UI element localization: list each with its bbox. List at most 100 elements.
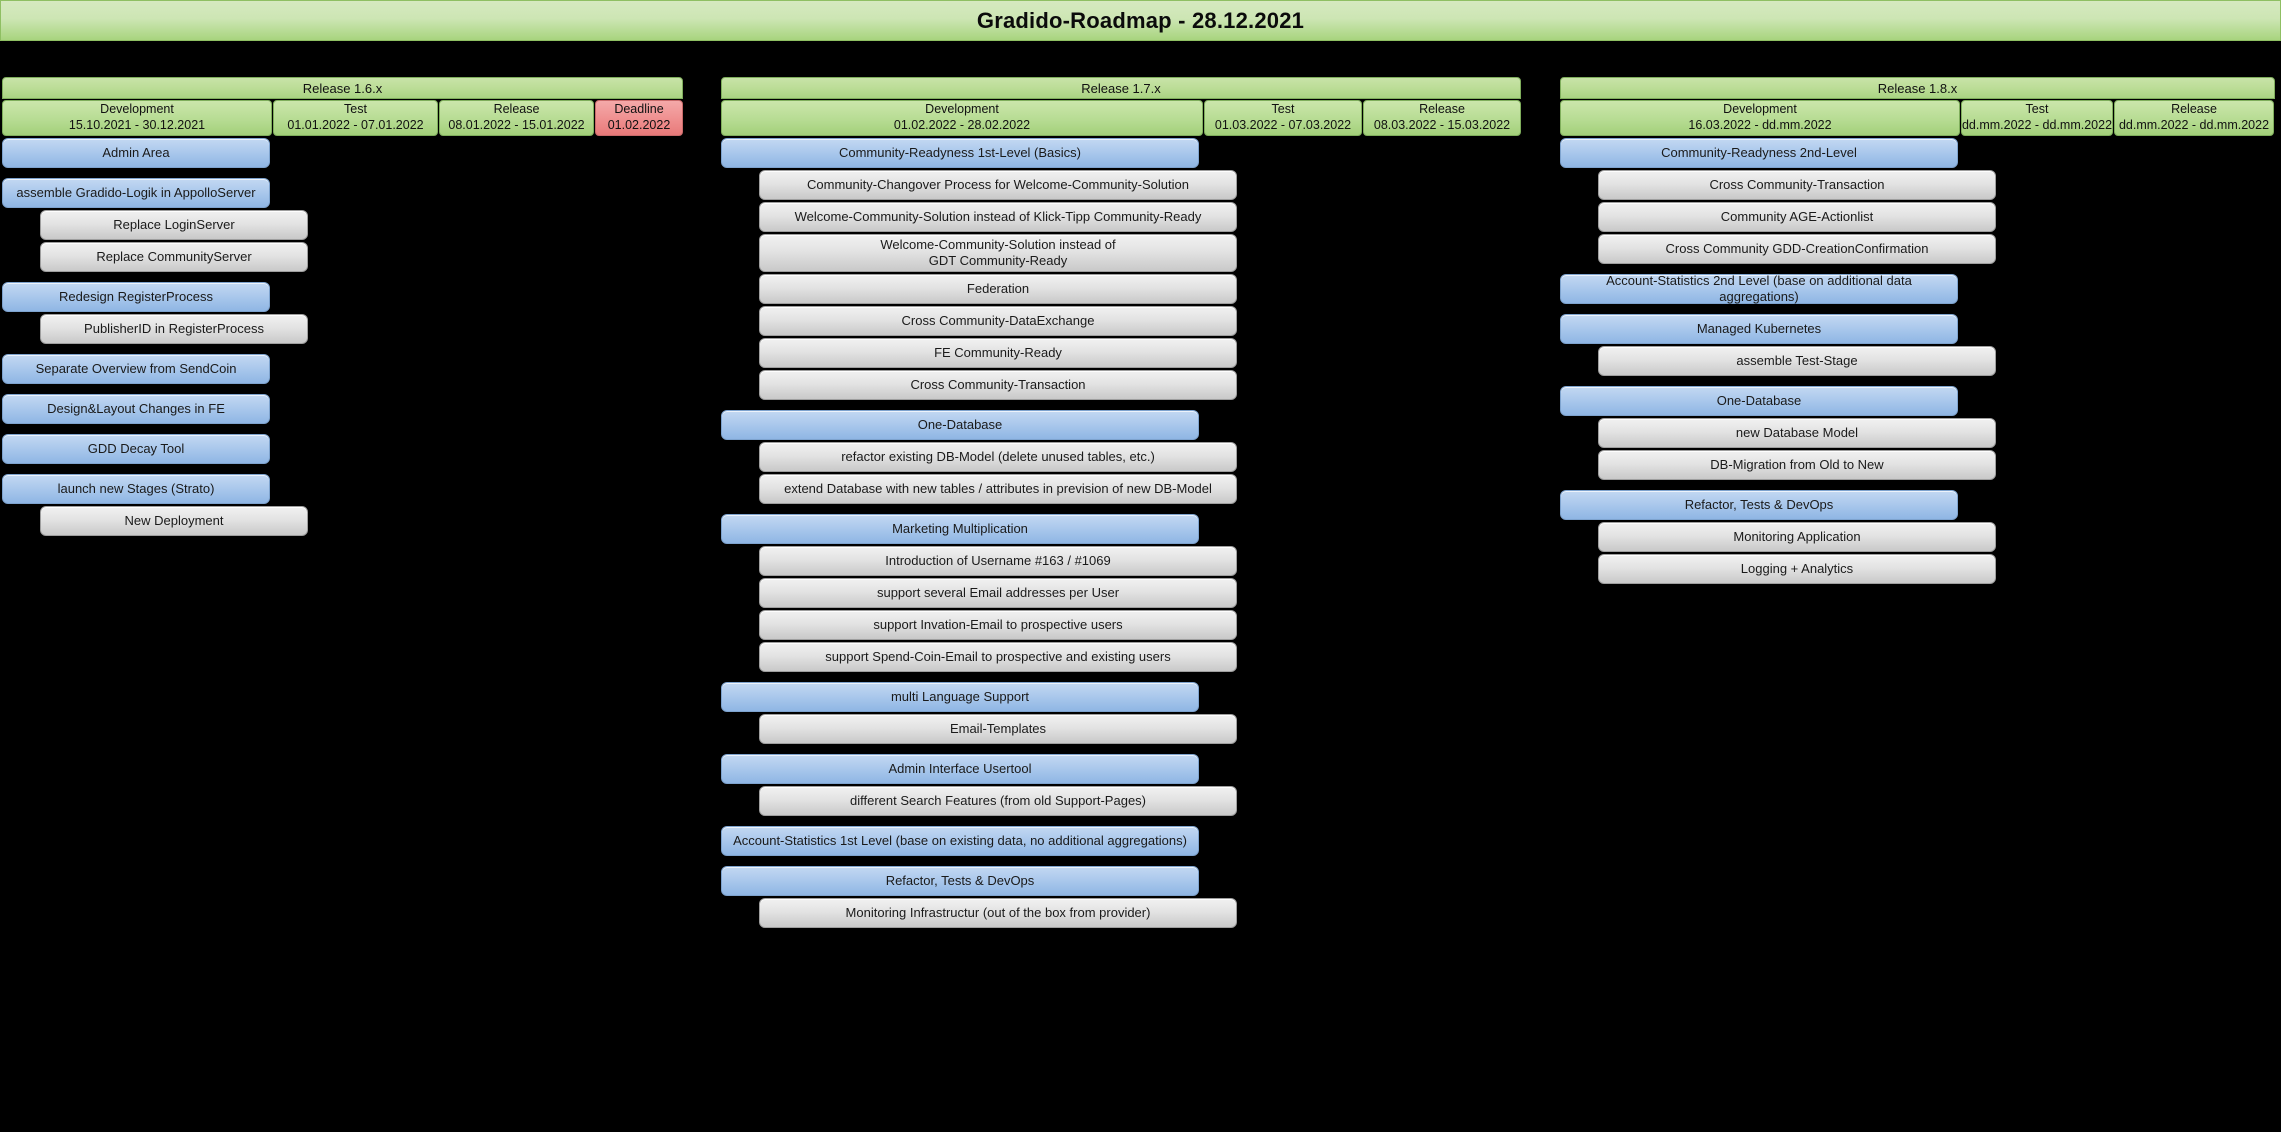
task-child[interactable]: Community AGE-Actionlist [1598,202,1996,232]
task-list-release-1-6: Admin Area assemble Gradido-Logik in Appo… [2,138,308,538]
group-spacer [1560,482,1996,490]
task-child[interactable]: support several Email addresses per User [759,578,1237,608]
task-child[interactable]: Cross Community-DataExchange [759,306,1237,336]
task-parent[interactable]: Separate Overview from SendCoin [2,354,270,384]
task-child[interactable]: DB-Migration from Old to New [1598,450,1996,480]
phase-dates: 01.03.2022 - 07.03.2022 [1214,118,1352,132]
phase-name: Release [2171,102,2217,117]
task-parent[interactable]: Refactor, Tests & DevOps [1560,490,1958,520]
task-parent[interactable]: Account-Statistics 1st Level (base on ex… [721,826,1199,856]
task-child[interactable]: Monitoring Application [1598,522,1996,552]
task-child[interactable]: New Deployment [40,506,308,536]
task-parent[interactable]: One-Database [1560,386,1958,416]
group-spacer [721,506,1237,514]
task-child[interactable]: different Search Features (from old Supp… [759,786,1237,816]
group-spacer [721,746,1237,754]
task-child[interactable]: new Database Model [1598,418,1996,448]
task-parent[interactable]: Marketing Multiplication [721,514,1199,544]
group-spacer [2,386,308,394]
task-parent[interactable]: Managed Kubernetes [1560,314,1958,344]
task-parent[interactable]: multi Language Support [721,682,1199,712]
group-spacer [2,426,308,434]
task-parent[interactable]: Account-Statistics 2nd Level (base on ad… [1560,273,1958,304]
task-child[interactable]: Logging + Analytics [1598,554,1996,584]
task-parent[interactable]: Admin Interface Usertool [721,754,1199,784]
phase-name: Test [2025,102,2049,117]
task-child[interactable]: FE Community-Ready [759,338,1237,368]
task-child[interactable]: support Spend-Coin-Email to prospective … [759,642,1237,672]
task-list-release-1-7: Community-Readyness 1st-Level (Basics)Co… [721,138,1237,930]
task-parent[interactable]: Refactor, Tests & DevOps [721,866,1199,896]
release-title-label: Release 1.8.x [1560,77,2275,99]
release-title-label: Release 1.6.x [2,77,683,99]
task-parent[interactable]: One-Database [721,410,1199,440]
phase-name: Release [493,102,540,117]
phase-dates: 08.03.2022 - 15.03.2022 [1373,118,1511,132]
task-parent[interactable]: launch new Stages (Strato) [2,474,270,504]
task-child[interactable]: Cross Community-Transaction [1598,170,1996,200]
task-child[interactable]: Cross Community GDD-CreationConfirmation [1598,234,1996,264]
group-spacer [721,858,1237,866]
group-spacer [1560,306,1996,314]
phase-dates: 15.10.2021 - 30.12.2021 [68,118,206,132]
task-child[interactable]: Email-Templates [759,714,1237,744]
task-child[interactable]: extend Database with new tables / attrib… [759,474,1237,504]
task-child[interactable]: support Invation-Email to prospective us… [759,610,1237,640]
group-spacer [2,170,308,178]
phase-dates: 01.02.2022 - 28.02.2022 [893,118,1031,132]
task-parent[interactable]: assemble Gradido-Logik in AppolloServer [2,178,270,208]
group-spacer [2,346,308,354]
group-spacer [2,274,308,282]
task-child[interactable]: Introduction of Username #163 / #1069 [759,546,1237,576]
task-parent[interactable]: Redesign RegisterProcess [2,282,270,312]
task-child[interactable]: assemble Test-Stage [1598,346,1996,376]
task-child[interactable]: Cross Community-Transaction [759,370,1237,400]
phase-dates: 16.03.2022 - dd.mm.2022 [1688,118,1832,132]
task-child[interactable]: refactor existing DB-Model (delete unuse… [759,442,1237,472]
phase-dates: 01.01.2022 - 07.01.2022 [287,118,424,132]
task-child[interactable]: PublisherID in RegisterProcess [40,314,308,344]
phase-name: Deadline [614,102,664,117]
task-child[interactable]: Welcome-Community-Solution instead of GD… [759,234,1237,272]
group-spacer [1560,378,1996,386]
phase-name: Development [1723,102,1797,117]
task-child[interactable]: Community-Changover Process for Welcome-… [759,170,1237,200]
phase-name: Release [1419,102,1465,117]
task-parent[interactable]: Design&Layout Changes in FE [2,394,270,424]
page-title-bar: Gradido-Roadmap - 28.12.2021 [0,0,2281,41]
task-child[interactable]: Replace LoginServer [40,210,308,240]
phase-dates: dd.mm.2022 - dd.mm.2022 [2118,118,2270,132]
phase-name: Development [100,102,174,117]
group-spacer [721,818,1237,826]
task-parent[interactable]: GDD Decay Tool [2,434,270,464]
phase-name: Test [1271,102,1295,117]
group-spacer [2,466,308,474]
task-parent[interactable]: Admin Area [2,138,270,168]
group-spacer [721,674,1237,682]
task-child[interactable]: Monitoring Infrastructur (out of the box… [759,898,1237,928]
task-child[interactable]: Replace CommunityServer [40,242,308,272]
phase-name: Test [344,102,367,117]
task-parent[interactable]: Community-Readyness 1st-Level (Basics) [721,138,1199,168]
task-child[interactable]: Welcome-Community-Solution instead of Kl… [759,202,1237,232]
task-parent[interactable]: Community-Readyness 2nd-Level [1560,138,1958,168]
release-title-label: Release 1.7.x [721,77,1521,99]
task-child[interactable]: Federation [759,274,1237,304]
